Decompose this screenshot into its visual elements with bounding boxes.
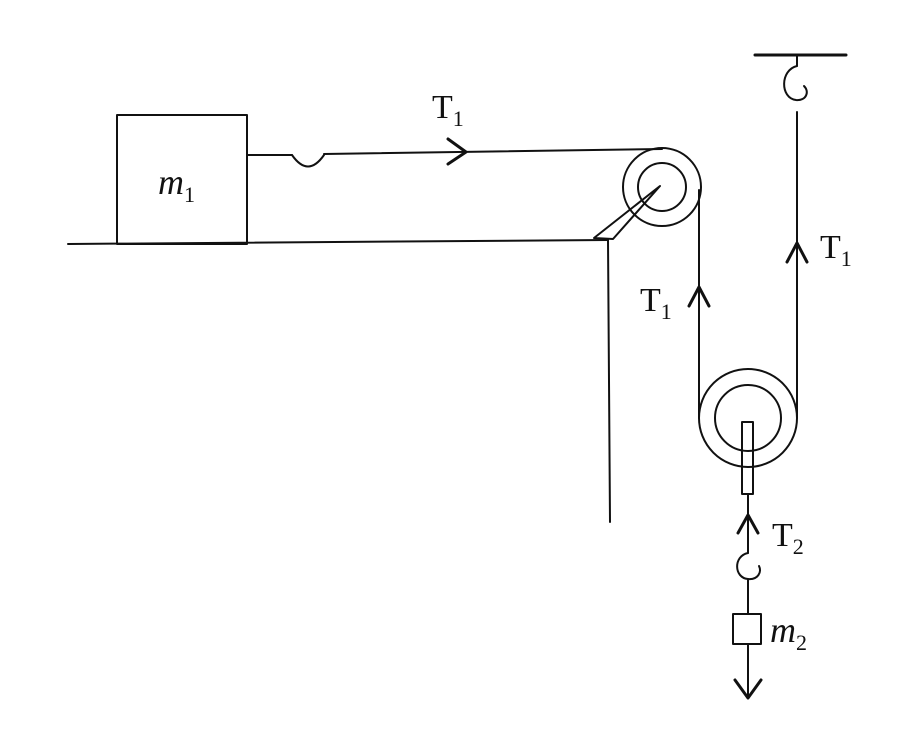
- lower-string: [736, 493, 761, 615]
- tension-label-left-string: T1: [640, 282, 672, 324]
- block-m1: m1: [116, 114, 248, 245]
- arrow-up-icon: [736, 513, 760, 535]
- arrow-right-icon: [446, 137, 468, 166]
- tension-label-top: T1: [432, 89, 464, 131]
- movable-pulley-strap: [741, 421, 754, 495]
- string-hook: [291, 154, 325, 168]
- fixed-pulley-inner: [637, 162, 687, 212]
- arrow-up-icon: [687, 285, 711, 308]
- movable-pulley: [698, 368, 798, 495]
- string-segment-right: [323, 148, 663, 155]
- table: [67, 239, 611, 523]
- fixed-pulley-outer: [622, 147, 702, 227]
- left-vertical-string: [687, 189, 711, 419]
- lower-hook-icon: [736, 552, 761, 581]
- hanging-mass-body: [732, 613, 762, 645]
- movable-pulley-inner: [714, 384, 782, 452]
- tension-label-right-string: T1: [820, 229, 852, 271]
- movable-pulley-outer: [698, 368, 798, 468]
- fixed-pulley: [593, 147, 702, 240]
- fixed-pulley-bracket: [593, 185, 661, 240]
- ceiling-hook-icon: [783, 65, 808, 102]
- hanging-mass-label: m2: [770, 610, 807, 655]
- block-m1-label: m1: [158, 162, 195, 207]
- arrow-down-icon: [733, 678, 763, 700]
- hanging-mass-m2: [732, 613, 763, 700]
- arrow-up-icon: [785, 241, 809, 264]
- table-side-edge: [607, 239, 611, 523]
- block-m1-body: [116, 114, 248, 245]
- horizontal-string: [246, 137, 663, 168]
- ceiling-support: [753, 53, 848, 419]
- tension-label-lower: T2: [772, 517, 804, 559]
